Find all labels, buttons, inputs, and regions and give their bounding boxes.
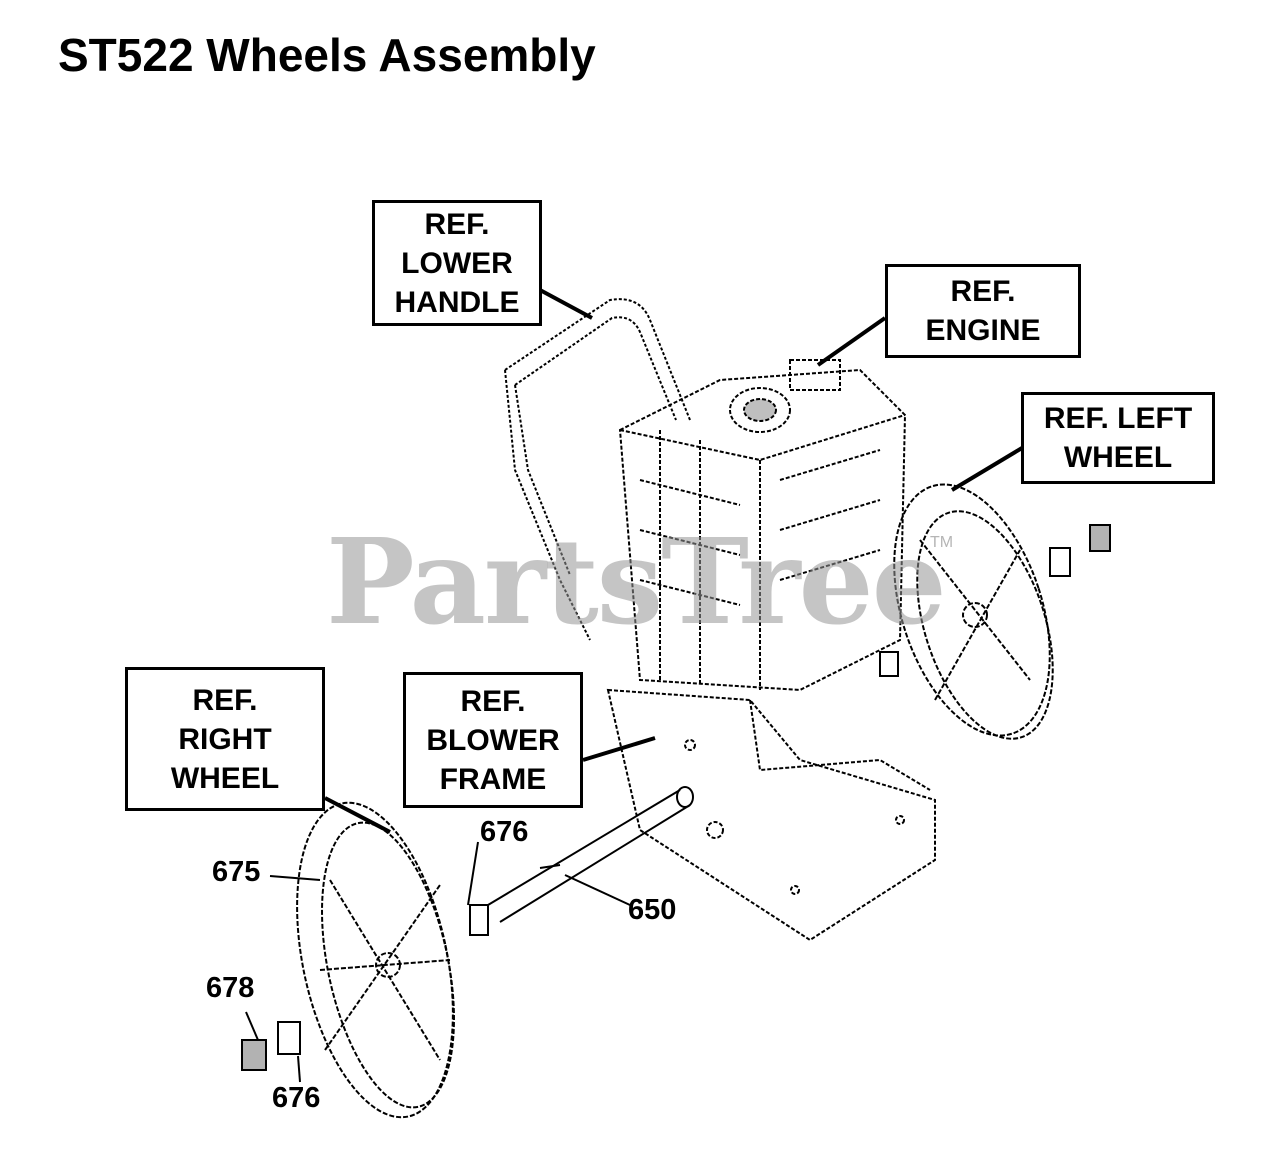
part-number-675: 675	[212, 856, 261, 888]
ref-lower-handle-label: REF. LOWER HANDLE	[394, 207, 520, 319]
part-number-676-bottom: 676	[272, 1082, 321, 1114]
page-title: ST522 Wheels Assembly	[58, 29, 596, 81]
ref-engine-box: REF. ENGINE	[885, 264, 1081, 358]
leader-lines	[324, 288, 1024, 834]
axle-drawing	[487, 786, 694, 923]
part-number-650: 650	[628, 894, 677, 926]
ref-blower-frame-label: REF. BLOWER FRAME	[426, 684, 560, 796]
part-number-678: 678	[206, 972, 255, 1004]
left-wheel-drawing	[893, 483, 1054, 740]
right-wheel-hardware	[241, 904, 489, 1071]
ref-engine-label: REF. ENGINE	[925, 275, 1041, 347]
blower-frame-drawing	[606, 688, 936, 942]
ref-left-wheel-box: REF. LEFT WHEEL	[1021, 392, 1215, 484]
ref-lower-handle-box: REF. LOWER HANDLE	[372, 200, 542, 326]
ref-right-wheel-label: REF. RIGHT WHEEL	[170, 683, 280, 795]
part-number-leaders	[245, 841, 631, 1083]
left-wheel-hardware	[879, 524, 1111, 677]
engine-drawing	[618, 359, 907, 692]
right-wheel-drawing	[296, 801, 455, 1119]
lower-handle-drawing	[504, 298, 691, 641]
watermark-trademark: TM	[930, 534, 954, 551]
ref-blower-frame-box: REF. BLOWER FRAME	[403, 672, 583, 808]
ref-left-wheel-label: REF. LEFT WHEEL	[1043, 402, 1193, 474]
partstree-watermark: PartsTree	[326, 512, 947, 651]
ref-right-wheel-box: REF. RIGHT WHEEL	[125, 667, 325, 811]
part-number-676-top: 676	[480, 816, 529, 848]
